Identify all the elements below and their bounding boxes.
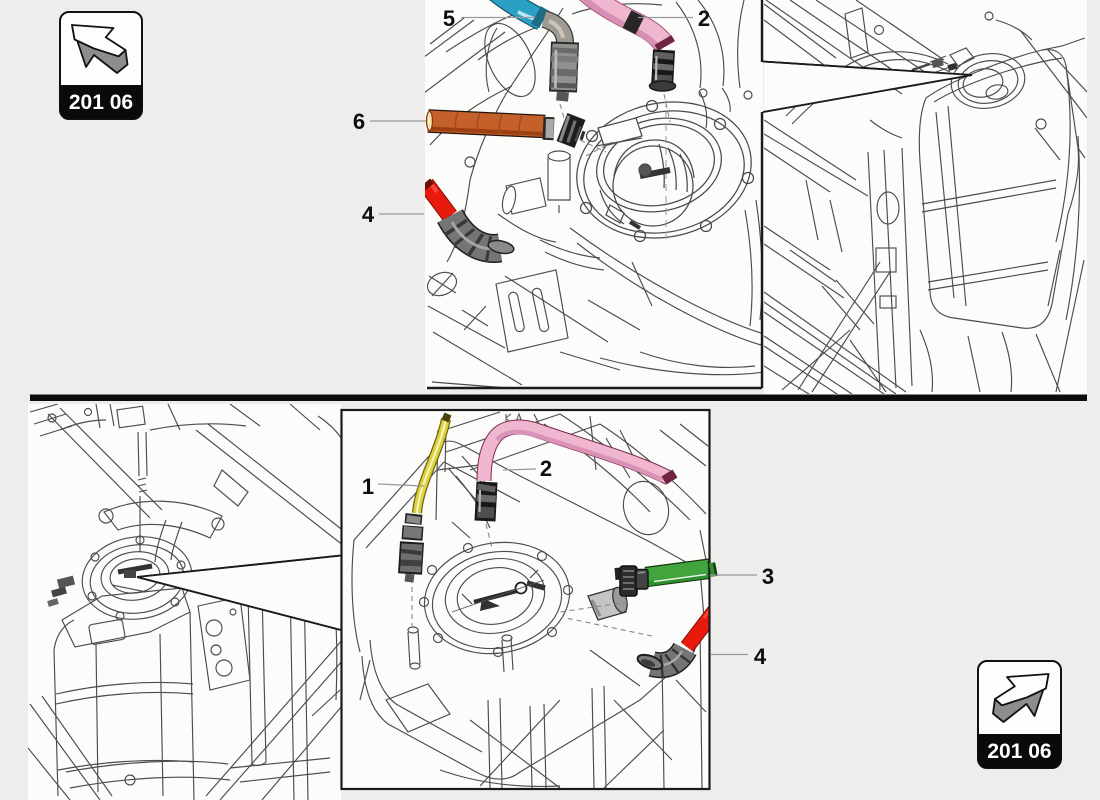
svg-text:5: 5 [443,6,455,31]
svg-text:3: 3 [762,564,774,589]
svg-text:6: 6 [353,109,365,134]
svg-text:4: 4 [362,202,375,227]
svg-text:2: 2 [698,6,710,31]
svg-text:201 06: 201 06 [69,91,133,114]
svg-text:2: 2 [540,456,552,481]
svg-text:201 06: 201 06 [987,740,1051,763]
svg-text:4: 4 [754,644,767,669]
svg-text:1: 1 [362,474,374,499]
